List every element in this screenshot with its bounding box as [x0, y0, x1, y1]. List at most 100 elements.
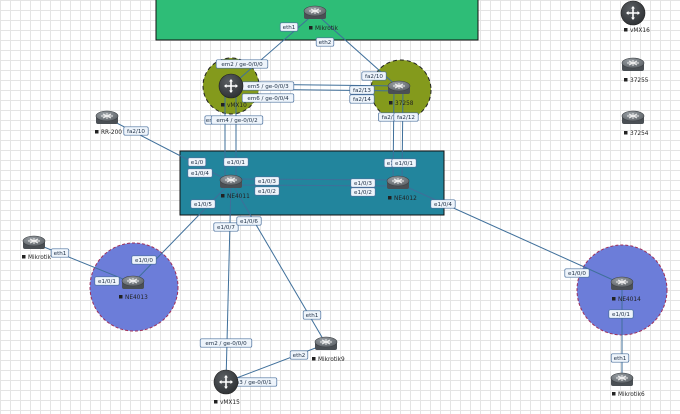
svg-text:Mikrotik6: Mikrotik6: [618, 392, 645, 398]
interface-label: e1/0/0: [131, 255, 157, 265]
interface-label: em6 / ge-0/0/4: [241, 93, 295, 103]
interface-label: e1/0/7: [213, 222, 239, 232]
svg-text:e1/0/4: e1/0/4: [191, 171, 209, 177]
node-vMX16[interactable]: vMX16: [620, 0, 650, 34]
node-Mikrotik9[interactable]: Mikrotik9: [312, 336, 345, 363]
link-NE4011-NE4013[interactable]: [132, 181, 232, 284]
interface-label: e1/0/1: [391, 158, 417, 168]
node-name-label: NE4011: [221, 194, 250, 200]
svg-text:vMX10: vMX10: [227, 103, 247, 109]
interface-label: em5 / ge-0/0/3: [241, 81, 295, 91]
interface-label: eth1: [279, 22, 299, 32]
juniper-router-icon: [620, 0, 646, 26]
router-icon: [610, 372, 634, 386]
interface-label: eth1: [50, 248, 70, 258]
svg-text:eth1: eth1: [283, 25, 296, 31]
interface-label: e1/0/0: [564, 268, 590, 278]
node-NE4013[interactable]: NE4013: [119, 275, 148, 301]
node-name-label: vMX15: [214, 400, 240, 406]
interface-label: e1/0/2: [254, 186, 280, 196]
node-37255[interactable]: 37255: [621, 57, 649, 84]
node-name-label: Mikrotik: [309, 26, 339, 32]
svg-text:vMX16: vMX16: [630, 28, 650, 34]
svg-text:Mikrotik: Mikrotik: [315, 26, 339, 32]
node-name-label: Mikrotik6: [612, 392, 645, 398]
juniper-router-icon: [213, 369, 239, 395]
svg-text:e1/0/7: e1/0/7: [217, 225, 235, 231]
node-NE4014[interactable]: NE4014: [610, 276, 641, 303]
svg-text:Mikrotik9: Mikrotik9: [318, 357, 345, 363]
svg-text:e1/0/1: e1/0/1: [227, 160, 245, 166]
svg-text:eth2: eth2: [293, 353, 306, 359]
router-icon: [314, 336, 338, 350]
router-icon: [303, 5, 327, 19]
node-vMX15[interactable]: vMX15: [213, 369, 240, 406]
svg-text:e1/0/3: e1/0/3: [258, 179, 276, 185]
router-icon: [621, 57, 645, 71]
router-icon: [22, 235, 46, 249]
svg-text:e1/0/6: e1/0/6: [240, 219, 258, 225]
node-name-label: NE4012: [388, 196, 417, 202]
node-37258[interactable]: 37258: [387, 80, 414, 107]
link-vMX15-Mikrotik9[interactable]: [225, 343, 327, 383]
svg-text:em6 / ge-0/0/4: em6 / ge-0/0/4: [247, 96, 289, 102]
interface-label: eth1: [302, 310, 322, 320]
svg-text:NE4011: NE4011: [227, 194, 250, 200]
svg-text:vMX15: vMX15: [220, 400, 240, 406]
svg-text:em5 / ge-0/0/3: em5 / ge-0/0/3: [247, 84, 289, 90]
interface-label: e1/0/1: [223, 157, 249, 167]
svg-text:eth1: eth1: [306, 313, 319, 319]
interface-label: fa2/14: [349, 94, 375, 104]
juniper-router-icon: [218, 73, 244, 99]
link-Mikrotik_top-vMX10[interactable]: [230, 12, 316, 87]
interface-label: e1/0/2: [350, 187, 376, 197]
svg-text:eth1: eth1: [54, 251, 67, 257]
interface-label: em4 / ge-0/0/2: [210, 115, 264, 125]
router-icon: [219, 174, 243, 188]
svg-text:fa2/14: fa2/14: [353, 97, 371, 103]
svg-text:fa2/12: fa2/12: [397, 115, 415, 121]
node-name-label: NE4014: [612, 297, 641, 303]
svg-text:em4 / ge-0/0/2: em4 / ge-0/0/2: [216, 118, 257, 124]
interface-label: e1/0: [187, 157, 207, 167]
link-Mikrotik_left-NE4013[interactable]: [33, 242, 134, 284]
node-Mikrotik_left[interactable]: Mikrotik: [22, 235, 52, 261]
node-name-label: Mikrotik: [22, 255, 52, 261]
svg-text:e1/0/3: e1/0/3: [354, 181, 372, 187]
svg-text:RR-200: RR-200: [101, 130, 122, 136]
node-NE4011[interactable]: NE4011: [219, 174, 250, 200]
link-NE4011-vMX15[interactable]: [225, 181, 232, 383]
interface-label: em2 / ge-0/0/0: [199, 338, 253, 348]
svg-text:fa2/13: fa2/13: [353, 88, 371, 94]
node-name-label: NE4013: [119, 295, 148, 301]
interface-label: e1/0/6: [236, 216, 262, 226]
svg-text:37255: 37255: [630, 78, 649, 84]
svg-text:Mikrotik: Mikrotik: [28, 255, 52, 261]
node-37254[interactable]: 37254: [621, 110, 649, 137]
node-Mikrotik6[interactable]: Mikrotik6: [610, 372, 645, 398]
router-icon: [387, 80, 411, 94]
router-icon: [621, 110, 645, 124]
interface-label: fa2/12: [393, 112, 419, 122]
node-vMX10[interactable]: vMX10: [218, 73, 247, 109]
interface-label: eth2: [289, 350, 309, 360]
interface-label: eth2: [315, 37, 335, 47]
svg-text:e1/0/4: e1/0/4: [434, 202, 452, 208]
svg-text:eth1: eth1: [614, 356, 627, 362]
svg-text:e1/0/0: e1/0/0: [568, 271, 586, 277]
interface-label: fa2/10: [361, 71, 387, 81]
node-name-label: Mikrotik9: [312, 357, 345, 363]
svg-text:em2 / ge-0/0/0: em2 / ge-0/0/0: [205, 341, 247, 347]
node-RR-200[interactable]: RR-200: [95, 110, 122, 136]
interface-label: e1/0/5: [190, 199, 216, 209]
interface-label: fa2/13: [349, 85, 375, 95]
node-NE4012[interactable]: NE4012: [386, 175, 417, 202]
node-Mikrotik_top[interactable]: Mikrotik: [303, 5, 339, 32]
interface-label: e1/0/3: [350, 178, 376, 188]
svg-text:NE4014: NE4014: [618, 297, 641, 303]
interface-label: e1/0/4: [187, 168, 213, 178]
svg-text:fa2/1: fa2/1: [382, 115, 397, 121]
svg-text:em3 / ge-0/0/1: em3 / ge-0/0/1: [230, 380, 272, 386]
node-name-label: 37258: [389, 101, 414, 107]
